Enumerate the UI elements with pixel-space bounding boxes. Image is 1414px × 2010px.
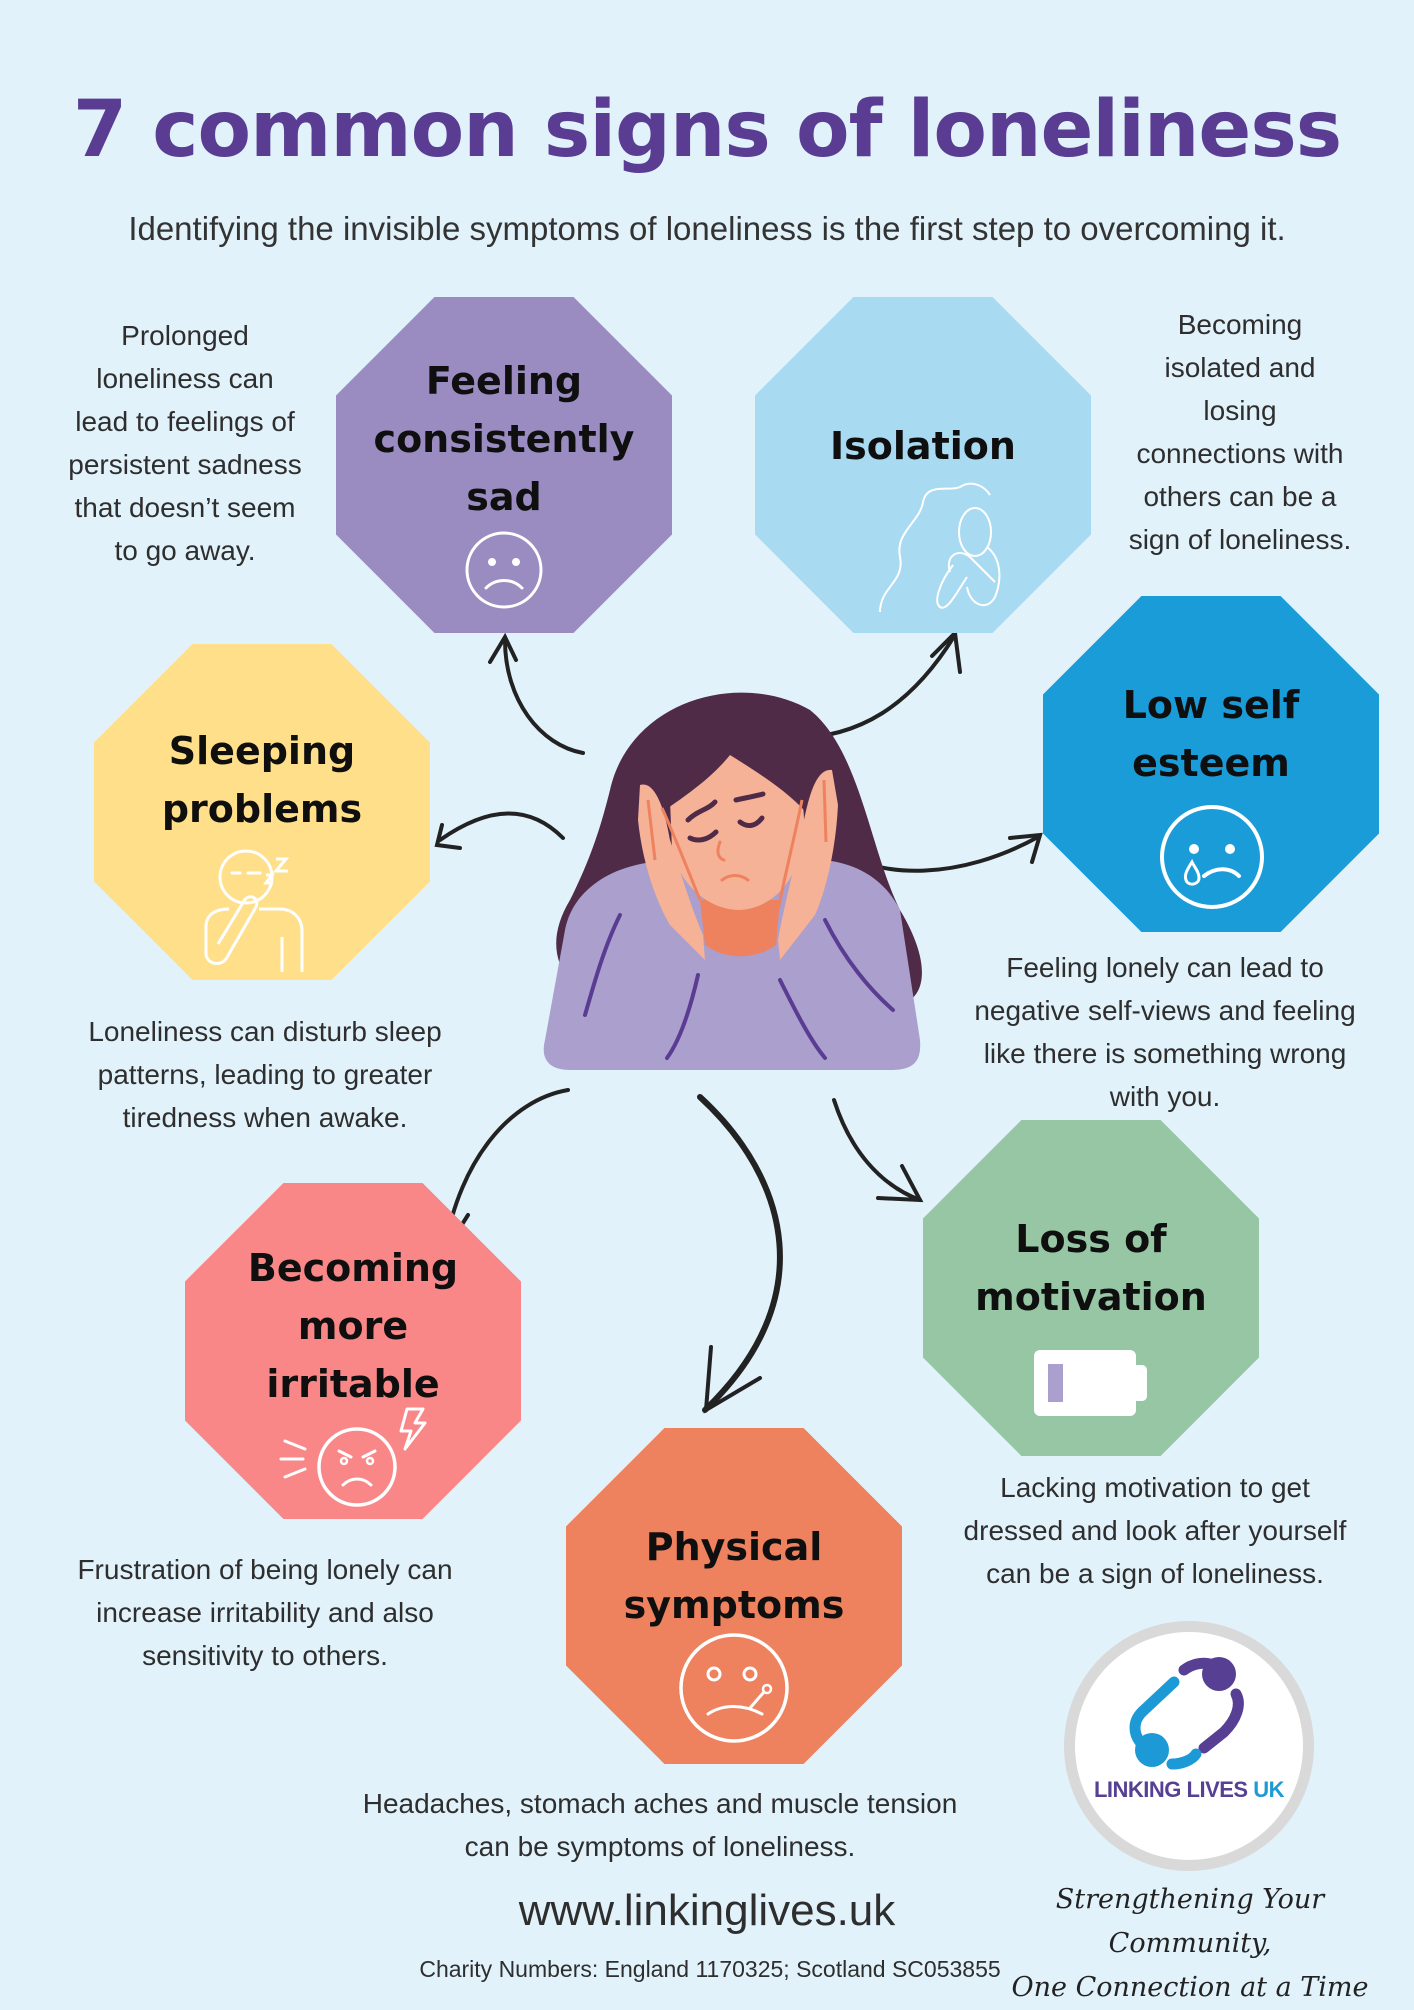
sign-description-sleeping-problems: Loneliness can disturb sleep patterns, l… xyxy=(88,1016,442,1133)
arrow-to-sad xyxy=(503,638,585,755)
charity-numbers: Charity Numbers: England 1170325; Scotla… xyxy=(419,1956,1001,1982)
sign-title: Isolation xyxy=(830,424,1016,468)
linking-lives-logo-icon xyxy=(1129,1657,1244,1770)
sign-card-loss-of-motivation: Loss of motivation xyxy=(923,1120,1259,1456)
sad-face-icon xyxy=(465,531,543,609)
logo-tagline: Strengthening Your Community, One Connec… xyxy=(1011,1884,1369,2003)
sign-description-isolation: Becoming isolated and losing connections… xyxy=(1128,309,1352,555)
sign-card-physical-symptoms: Physical symptoms xyxy=(566,1428,902,1764)
stressed-woman-illustration xyxy=(543,692,922,1070)
sign-card-sleeping-problems: Sleeping problems xyxy=(94,644,430,980)
sign-card-isolation: Isolation xyxy=(755,297,1091,633)
sign-description-low-self-esteem: Feeling lonely can lead to negative self… xyxy=(974,952,1356,1112)
sign-description-physical-symptoms: Headaches, stomach aches and muscle tens… xyxy=(362,1788,958,1862)
sign-title: Becoming more irritable xyxy=(247,1246,459,1406)
person-hugging-knees-icon xyxy=(879,482,1001,613)
sign-title: Loss of motivation xyxy=(975,1217,1207,1319)
sign-title: Physical symptoms xyxy=(623,1525,845,1627)
page-subtitle: Identifying the invisible symptoms of lo… xyxy=(128,210,1286,247)
angry-face-icon xyxy=(279,1407,427,1507)
low-battery-icon xyxy=(1034,1350,1147,1416)
crying-face-icon xyxy=(1160,805,1264,909)
logo-text-accent: UK xyxy=(1253,1777,1285,1802)
sign-title: Low self esteem xyxy=(1122,683,1300,785)
sign-description-loss-of-motivation: Lacking motivation to get dressed and lo… xyxy=(963,1472,1347,1589)
arrow-to-physical xyxy=(697,1094,783,1413)
yawning-person-icon xyxy=(204,849,304,972)
sign-title: Sleeping problems xyxy=(161,729,363,831)
sign-title: Feeling consistently sad xyxy=(373,359,635,519)
sign-description-sad: Prolonged loneliness can lead to feeling… xyxy=(68,320,302,566)
sign-card-irritable: Becoming more irritable xyxy=(185,1183,521,1519)
arrow-to-sleeping xyxy=(438,811,565,842)
arrow-to-motivation xyxy=(832,1098,922,1202)
sign-card-sad: Feeling consistently sad xyxy=(336,297,672,633)
logo-text-primary: LINKING LIVES xyxy=(1093,1777,1248,1802)
sign-card-low-self-esteem: Low self esteem xyxy=(1043,596,1379,932)
logo-wordmark: LINKING LIVES UK xyxy=(1064,1777,1314,1803)
sign-description-irritable: Frustration of being lonely can increase… xyxy=(77,1554,453,1671)
page-title: 7 common signs of loneliness xyxy=(72,85,1342,175)
website-link[interactable]: www.linkinglives.uk xyxy=(518,1886,896,1935)
sick-face-thermometer-icon xyxy=(679,1633,789,1743)
